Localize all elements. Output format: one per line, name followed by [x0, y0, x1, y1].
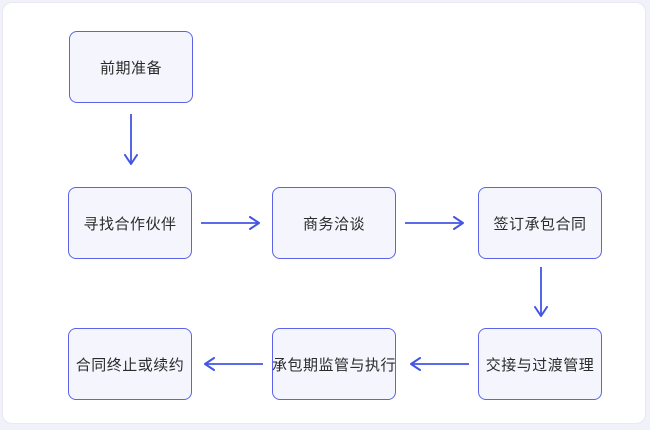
flow-node-handover-transition: 交接与过渡管理 — [478, 328, 602, 400]
flow-node-termination-renewal: 合同终止或续约 — [68, 328, 192, 400]
flow-node-sign-contract: 签订承包合同 — [478, 187, 602, 259]
flow-node-supervision-execution: 承包期监管与执行 — [272, 328, 396, 400]
flow-node-preparation: 前期准备 — [69, 31, 193, 103]
flow-node-label: 合同终止或续约 — [75, 356, 185, 374]
flow-node-label: 商务洽谈 — [302, 215, 365, 233]
flow-node-label: 前期准备 — [99, 59, 162, 77]
flow-node-find-partner: 寻找合作伙伴 — [68, 187, 192, 259]
flowchart-canvas: 前期准备 寻找合作伙伴 商务洽谈 签订承包合同 交接与过渡管理 承包期监管与执行… — [2, 2, 646, 424]
flow-node-label: 交接与过渡管理 — [485, 356, 595, 374]
flow-node-label: 签订承包合同 — [493, 215, 587, 233]
flow-node-label: 寻找合作伙伴 — [83, 215, 177, 233]
flow-node-business-negotiation: 商务洽谈 — [272, 187, 396, 259]
flow-node-label: 承包期监管与执行 — [272, 356, 397, 374]
